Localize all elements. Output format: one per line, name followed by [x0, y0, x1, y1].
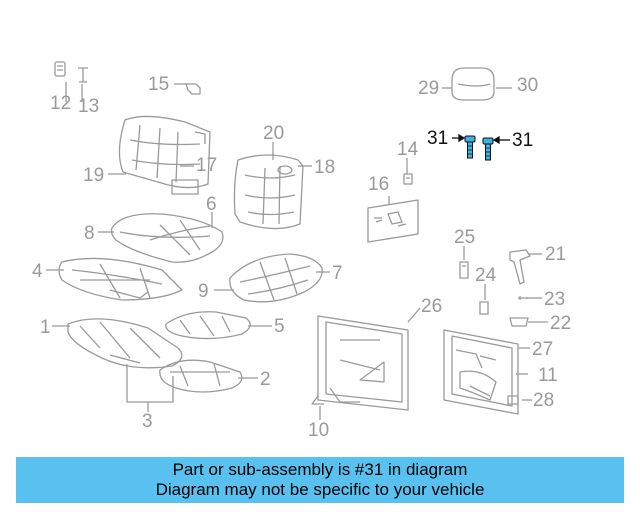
part-26-back-panel [311, 315, 409, 411]
callout-8: 8 [84, 223, 95, 244]
part-14-clip [403, 173, 413, 185]
banner-line-2: Diagram may not be specific to your vehi… [155, 480, 485, 499]
callout-2: 2 [260, 369, 271, 390]
part-25-latch [459, 261, 469, 279]
callout-19: 19 [83, 165, 105, 186]
part-1-seat-pan [67, 318, 183, 369]
part-29-headrest [451, 67, 495, 101]
callout-15: 15 [148, 74, 170, 95]
callout-21: 21 [545, 244, 567, 265]
callout-26: 26 [421, 296, 443, 317]
callout-28: 28 [533, 390, 555, 411]
callout-18: 18 [314, 157, 336, 178]
callout-31-right: 31 [512, 130, 534, 151]
part-8-seat-cushion [110, 213, 224, 263]
callout-14: 14 [397, 139, 419, 160]
part-31-bolts [452, 133, 510, 161]
part-5-seat-pan [165, 311, 251, 340]
callout-30: 30 [517, 75, 539, 96]
part-19-seat-back [118, 115, 211, 195]
callout-6: 6 [206, 194, 217, 215]
callout-16: 16 [368, 174, 390, 195]
part-12-clip [54, 61, 66, 77]
callout-12: 12 [50, 93, 72, 114]
part-27-back-panel [443, 329, 519, 415]
callout-25: 25 [454, 227, 476, 248]
callout-27: 27 [532, 339, 554, 360]
callout-24: 24 [475, 265, 497, 286]
part-15-clip [185, 83, 201, 95]
part-18-seat-back [233, 154, 304, 230]
part-31-leader-arrows [452, 133, 510, 145]
part-31-bolt-left [464, 135, 476, 159]
callout-20: 20 [263, 123, 285, 144]
seat-parts-diagram [46, 61, 548, 420]
part-28-clip [507, 395, 519, 405]
callout-10: 10 [308, 420, 330, 441]
callout-29: 29 [418, 78, 440, 99]
part-13-clip [78, 67, 88, 83]
callout-9: 9 [198, 281, 209, 302]
callout-4: 4 [32, 261, 43, 282]
callout-13: 13 [78, 96, 100, 117]
callout-5: 5 [274, 316, 285, 337]
part-7-seat-cushion [229, 253, 323, 303]
callout-7: 7 [332, 263, 343, 284]
part-4-seat-pad [58, 257, 183, 301]
callout-23: 23 [544, 289, 566, 310]
banner-line-1: Part or sub-assembly is #31 in diagram [172, 460, 468, 479]
callout-22: 22 [550, 313, 572, 334]
callout-17: 17 [196, 155, 218, 176]
callout-3: 3 [142, 411, 153, 432]
part-24-clip [479, 301, 489, 315]
leader-lines [46, 82, 548, 420]
part-22-cap [509, 317, 529, 327]
info-banner: Part or sub-assembly is #31 in diagram D… [16, 457, 624, 503]
part-21-strap [509, 249, 531, 285]
part-31-bolt-right [482, 137, 494, 161]
part-16-bracket [367, 199, 419, 243]
callout-31-left: 31 [427, 128, 449, 149]
callout-1: 1 [40, 317, 51, 338]
callout-11: 11 [538, 365, 558, 386]
part-2-frame [159, 359, 243, 393]
